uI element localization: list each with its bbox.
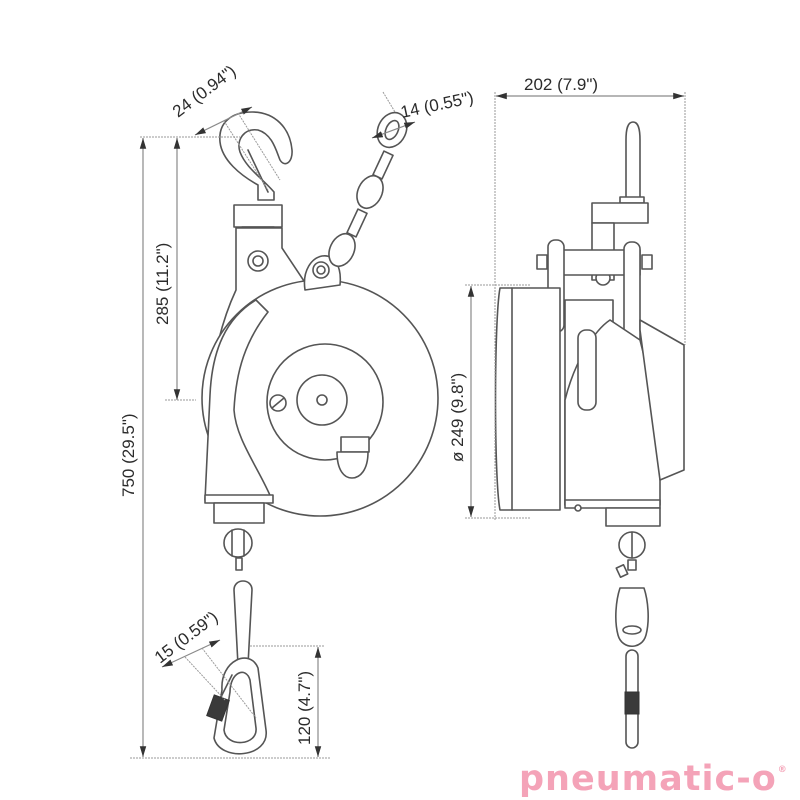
front-swivel-icon	[615, 531, 646, 579]
carabiner-icon	[206, 657, 267, 755]
logo-text-tail: c-o	[714, 759, 777, 799]
front-hook-eye	[615, 587, 649, 648]
top-hook-icon	[219, 111, 293, 201]
drum-axle	[316, 394, 328, 406]
front-outlet	[605, 507, 661, 527]
ratchet-cap	[336, 451, 369, 479]
carabiner-shank	[233, 580, 253, 666]
dim-chain-link: 14 (0.55")	[399, 88, 475, 122]
top-clamp	[591, 202, 649, 224]
lower-swivel-icon	[223, 528, 253, 571]
dim-width: 202 (7.9")	[524, 75, 598, 94]
body-lower	[204, 299, 273, 501]
chain-icon	[328, 111, 408, 268]
swivel-block	[233, 204, 283, 228]
dim-total-length: 750 (29.5")	[119, 413, 138, 497]
dim-hook-width: 24 (0.94")	[169, 61, 240, 121]
dim-hook-to-body: 285 (11.2")	[153, 243, 172, 325]
top-pin	[625, 121, 641, 199]
dim-carabiner-length: 120 (4.7")	[295, 671, 314, 745]
body-base	[204, 494, 274, 504]
dim-diameter: ø 249 (9.8")	[448, 373, 467, 462]
drum-side	[494, 287, 561, 511]
side-view	[201, 111, 439, 755]
ratchet-block	[340, 436, 370, 453]
front-view	[494, 121, 685, 749]
registered-mark-icon: ®	[777, 765, 788, 775]
logo-text-main: pneumati	[519, 759, 715, 799]
brand-logo: pneumatic-o®	[519, 762, 788, 797]
cable-outlet	[213, 502, 265, 524]
housing-right	[639, 319, 685, 481]
